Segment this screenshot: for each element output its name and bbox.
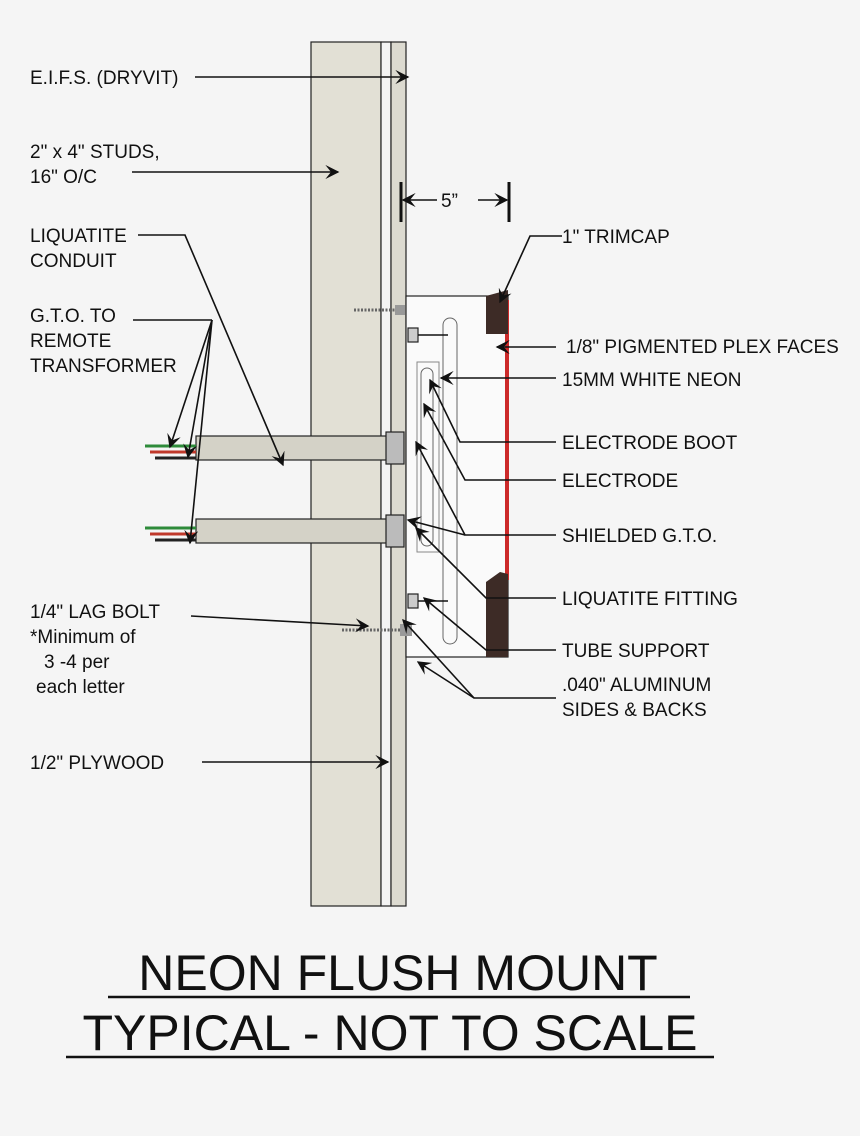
leader-lines [132,70,562,769]
label-aluminum-2: SIDES & BACKS [562,700,707,721]
label-studs-2: 16" O/C [30,167,97,188]
label-gto-1: G.T.O. TO [30,306,116,327]
label-fitting: LIQUATITE FITTING [562,589,738,610]
conduit-leader [138,234,285,467]
label-neon: 15MM WHITE NEON [562,370,741,391]
label-tube-support: TUBE SUPPORT [562,641,710,662]
top-screw [354,305,405,315]
label-aluminum-1: .040" ALUMINUM [562,675,711,696]
plex-face [505,300,509,580]
label-lag-3: 3 -4 per [44,652,110,673]
conduit-bottom [145,514,405,548]
electrode-boot [416,361,440,553]
conduit-top [145,431,405,465]
electrode-leader [423,402,556,481]
fitting-leader [415,527,556,599]
neon-tube-inner [420,367,434,547]
label-gto-3: TRANSFORMER [30,356,177,377]
tube-support-bottom [407,593,419,609]
label-shielded: SHIELDED G.T.O. [562,526,717,547]
label-gto-2: REMOTE [30,331,111,352]
trimcap-leader [498,235,562,304]
label-conduit-1: LIQUATITE [30,226,127,247]
label-lag-4: each letter [36,677,125,698]
dimension-5in [399,182,511,222]
lag-leader [190,615,370,633]
label-electrode: ELECTRODE [562,471,678,492]
label-trimcap: 1" TRIMCAP [562,227,670,248]
shielded-leader-b [406,516,466,536]
sign-can [405,290,509,658]
aluminum-leader-b [402,618,475,699]
label-plex: 1/8" PIGMENTED PLEX FACES [566,337,839,358]
gto-leader-b [183,319,213,459]
gto-leader-a [167,319,213,449]
neon-tube-outer [442,317,458,645]
label-dimension: 5” [441,191,458,212]
tube-support-top [407,327,419,343]
liquatite-fitting-top [385,431,405,465]
aluminum-leader [416,661,556,699]
label-studs-1: 2" x 4" STUDS, [30,142,160,163]
electrode-boot-leader [429,378,556,443]
labels: E.I.F.S. (DRYVIT) 2" x 4" STUDS, 16" O/C… [30,68,839,774]
gto-leader-c [184,319,213,545]
label-lag-2: *Minimum of [30,627,136,648]
title-block: NEON FLUSH MOUNT TYPICAL - NOT TO SCALE [66,945,714,1061]
title-line-2: TYPICAL - NOT TO SCALE [83,1005,698,1061]
liquatite-fitting-bottom [385,514,405,548]
label-conduit-2: CONDUIT [30,251,117,272]
label-lag-1: 1/4" LAG BOLT [30,602,160,623]
plywood [380,41,392,907]
label-electrode-boot: ELECTRODE BOOT [562,433,738,454]
title-line-1: NEON FLUSH MOUNT [138,945,657,1001]
eifs-layer [390,41,407,907]
tube-support-leader [422,597,556,651]
label-plywood: 1/2" PLYWOOD [30,753,164,774]
trimcap-bottom [486,572,508,657]
label-eifs: E.I.F.S. (DRYVIT) [30,68,179,89]
trimcap-top [486,290,508,334]
